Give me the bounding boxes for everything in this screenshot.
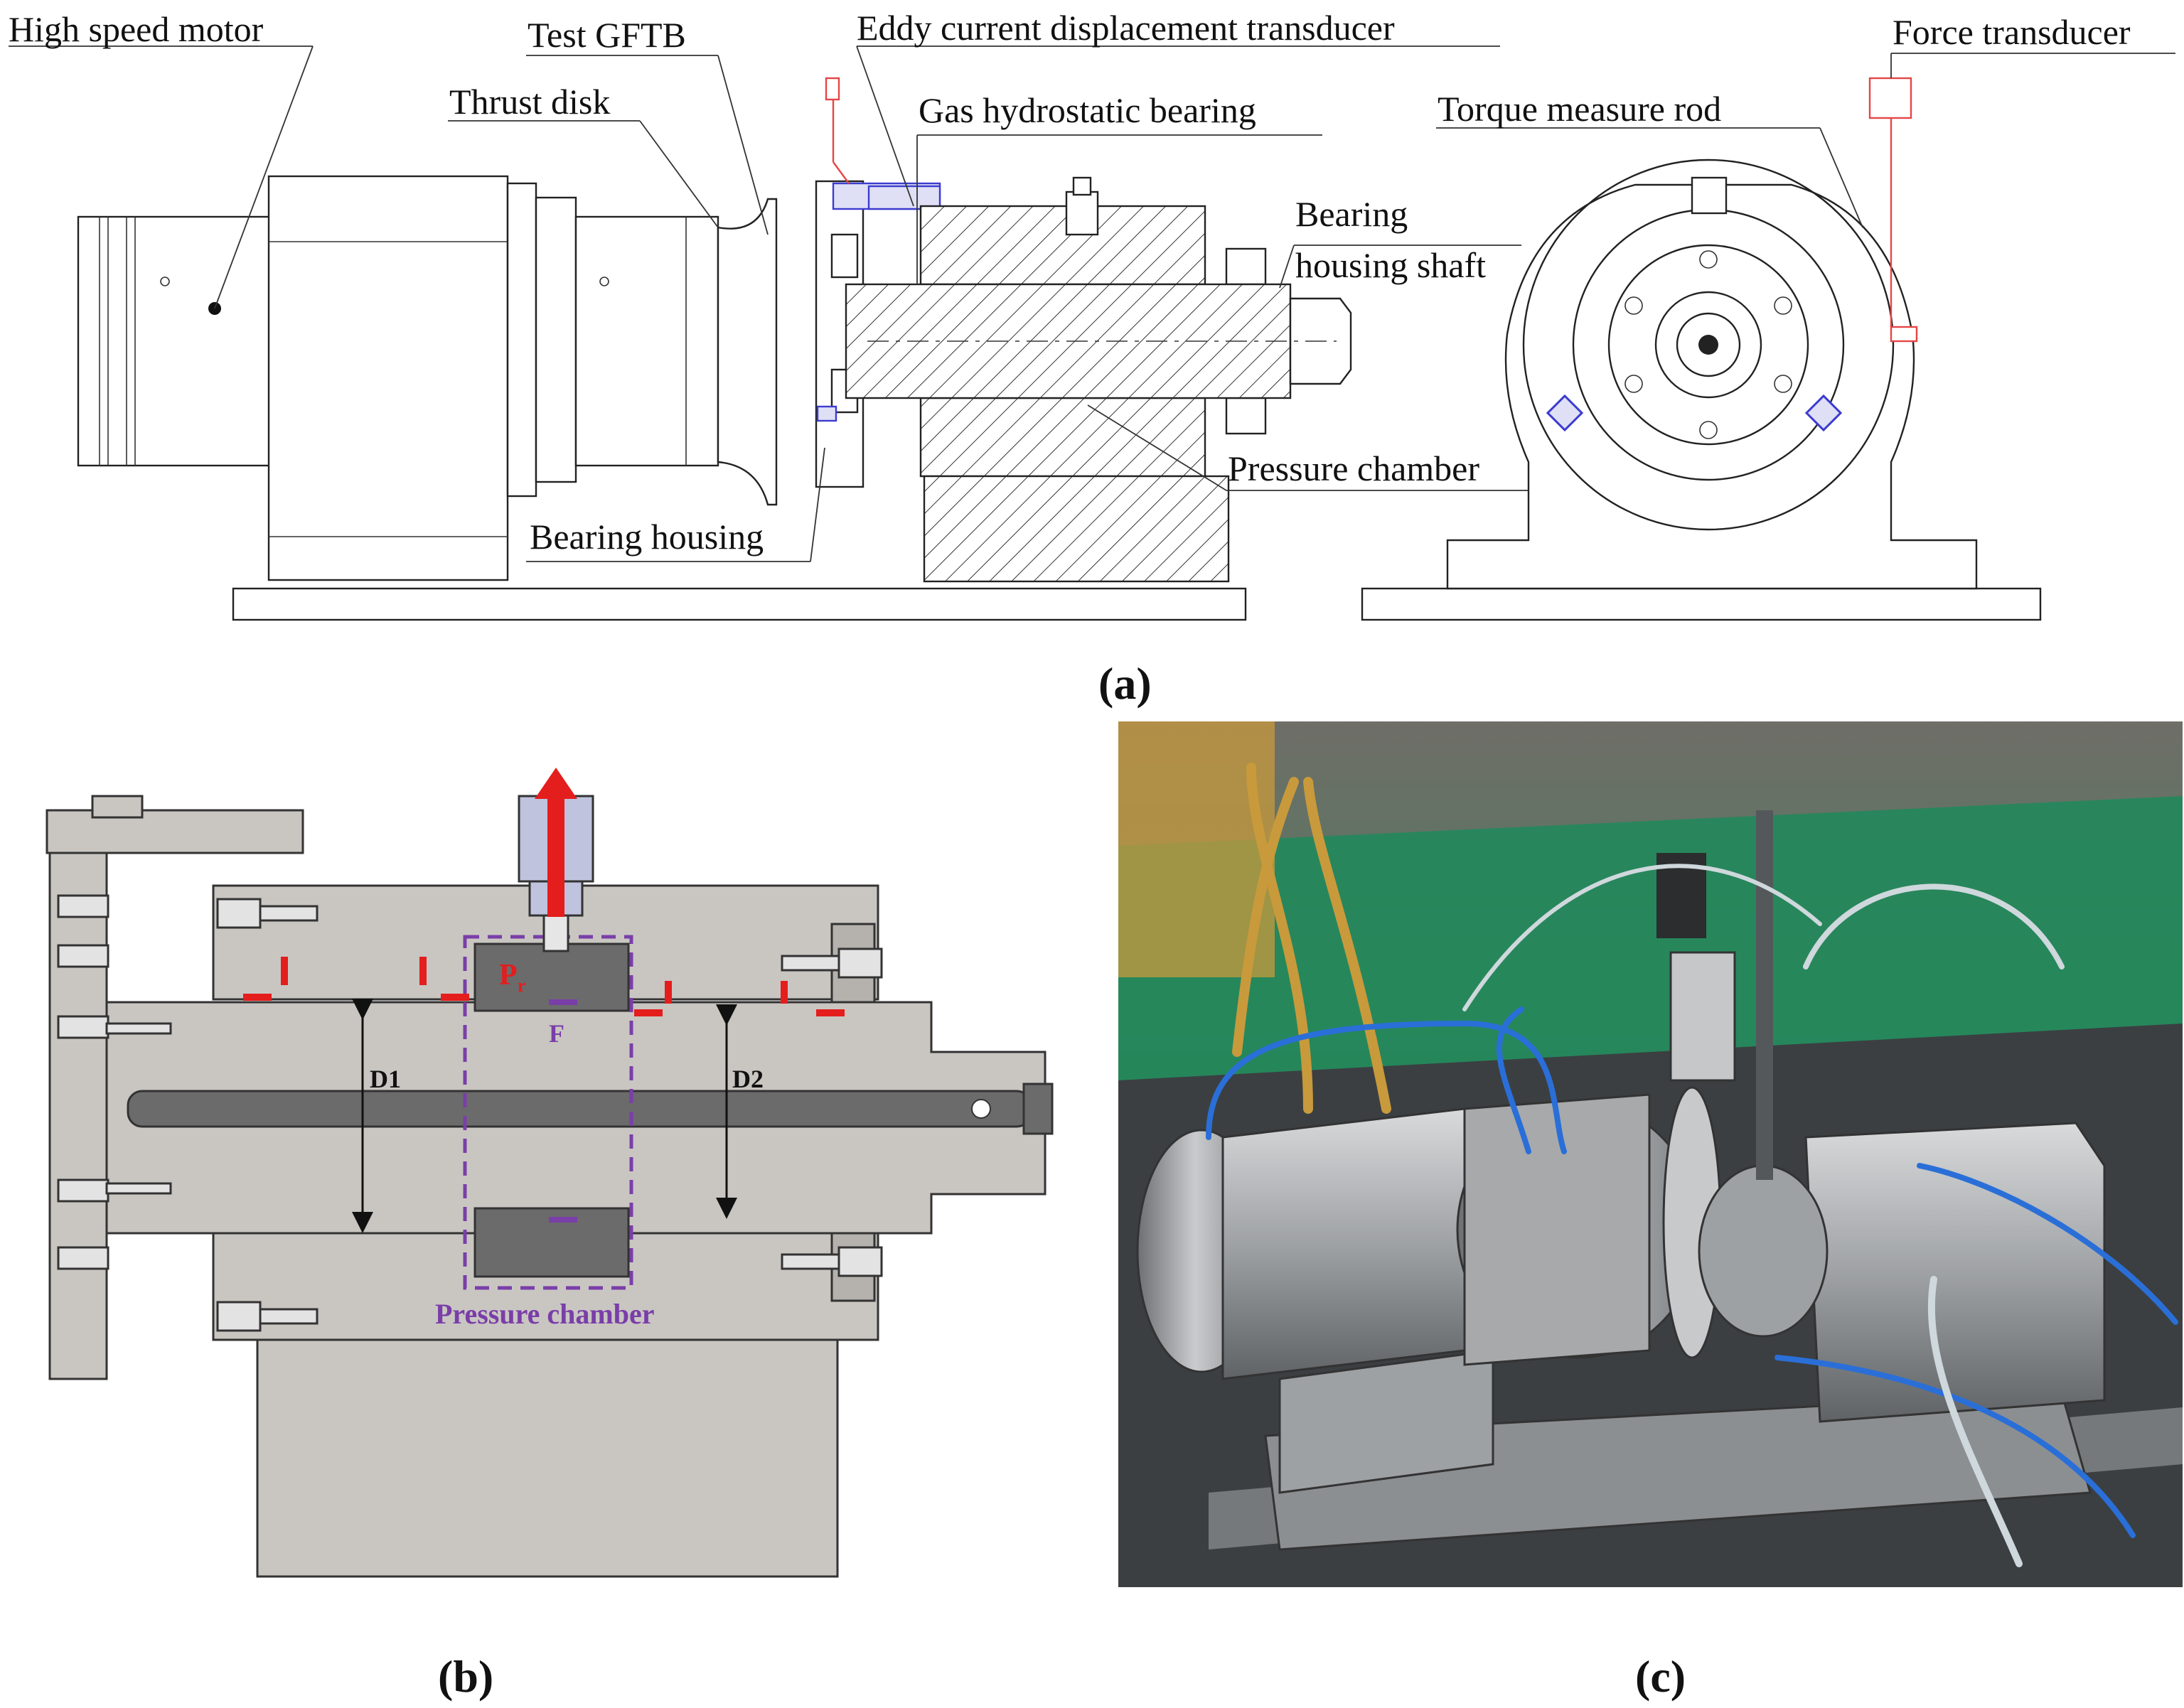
panel-b-drawing: D1 D2 P r F Pressure chamber [46, 768, 1054, 1578]
label-force: F [549, 1019, 564, 1048]
flange-top-bar [46, 809, 304, 854]
pressure-chamber-outline [463, 935, 633, 1290]
outflow-arrow-head [535, 768, 577, 799]
label-bearing-housing: Bearing housing [530, 517, 764, 557]
label-torque-measure-rod: Torque measure rod [1438, 89, 1721, 129]
label-high-speed-motor: High speed motor [9, 9, 264, 49]
flange-plate [48, 852, 108, 1380]
label-gas-hydrostatic-bearing: Gas hydrostatic bearing [919, 90, 1256, 130]
label-force-transducer: Force transducer [1893, 12, 2131, 52]
base-plate-left [232, 587, 1247, 621]
label-thrust-disk: Thrust disk [449, 82, 610, 122]
label-pressure-subscript: r [518, 975, 526, 996]
label-bearing-housing-shaft-line1: Bearing [1295, 194, 1408, 234]
label-test-gftb: Test GFTB [528, 15, 686, 55]
photo-tubes [1206, 763, 2178, 1567]
panel-label-b: (b) [438, 1651, 493, 1702]
label-pressure-chamber-a: Pressure chamber [1228, 449, 1479, 488]
label-eddy-current-transducer: Eddy current displacement transducer [857, 8, 1395, 48]
leader-lines [9, 45, 2175, 562]
label-pressure-chamber-b: Pressure chamber [435, 1298, 654, 1330]
panel-label-a: (a) [1098, 658, 1152, 709]
shaft-bore [127, 1090, 1032, 1128]
label-d1: D1 [370, 1065, 401, 1093]
label-pressure: P [499, 959, 518, 992]
base-plate-right [1361, 587, 2042, 621]
bearing-housing-shaft [845, 283, 1352, 399]
label-d2: D2 [732, 1065, 764, 1093]
flow-arrows [243, 957, 845, 1016]
outflow-arrow-shaft [547, 796, 564, 917]
bolts [57, 894, 883, 1332]
panel-c-photo [1118, 721, 2183, 1587]
panel-a-drawing: High speed motor Test GFTB Eddy current … [9, 8, 2175, 621]
gas-hydrostatic-bearing-housing [919, 176, 1267, 583]
label-bearing-housing-shaft-line2: housing shaft [1295, 245, 1486, 285]
panel-label-c: (c) [1635, 1651, 1686, 1702]
high-speed-motor [77, 175, 778, 581]
end-view [1446, 77, 1978, 590]
